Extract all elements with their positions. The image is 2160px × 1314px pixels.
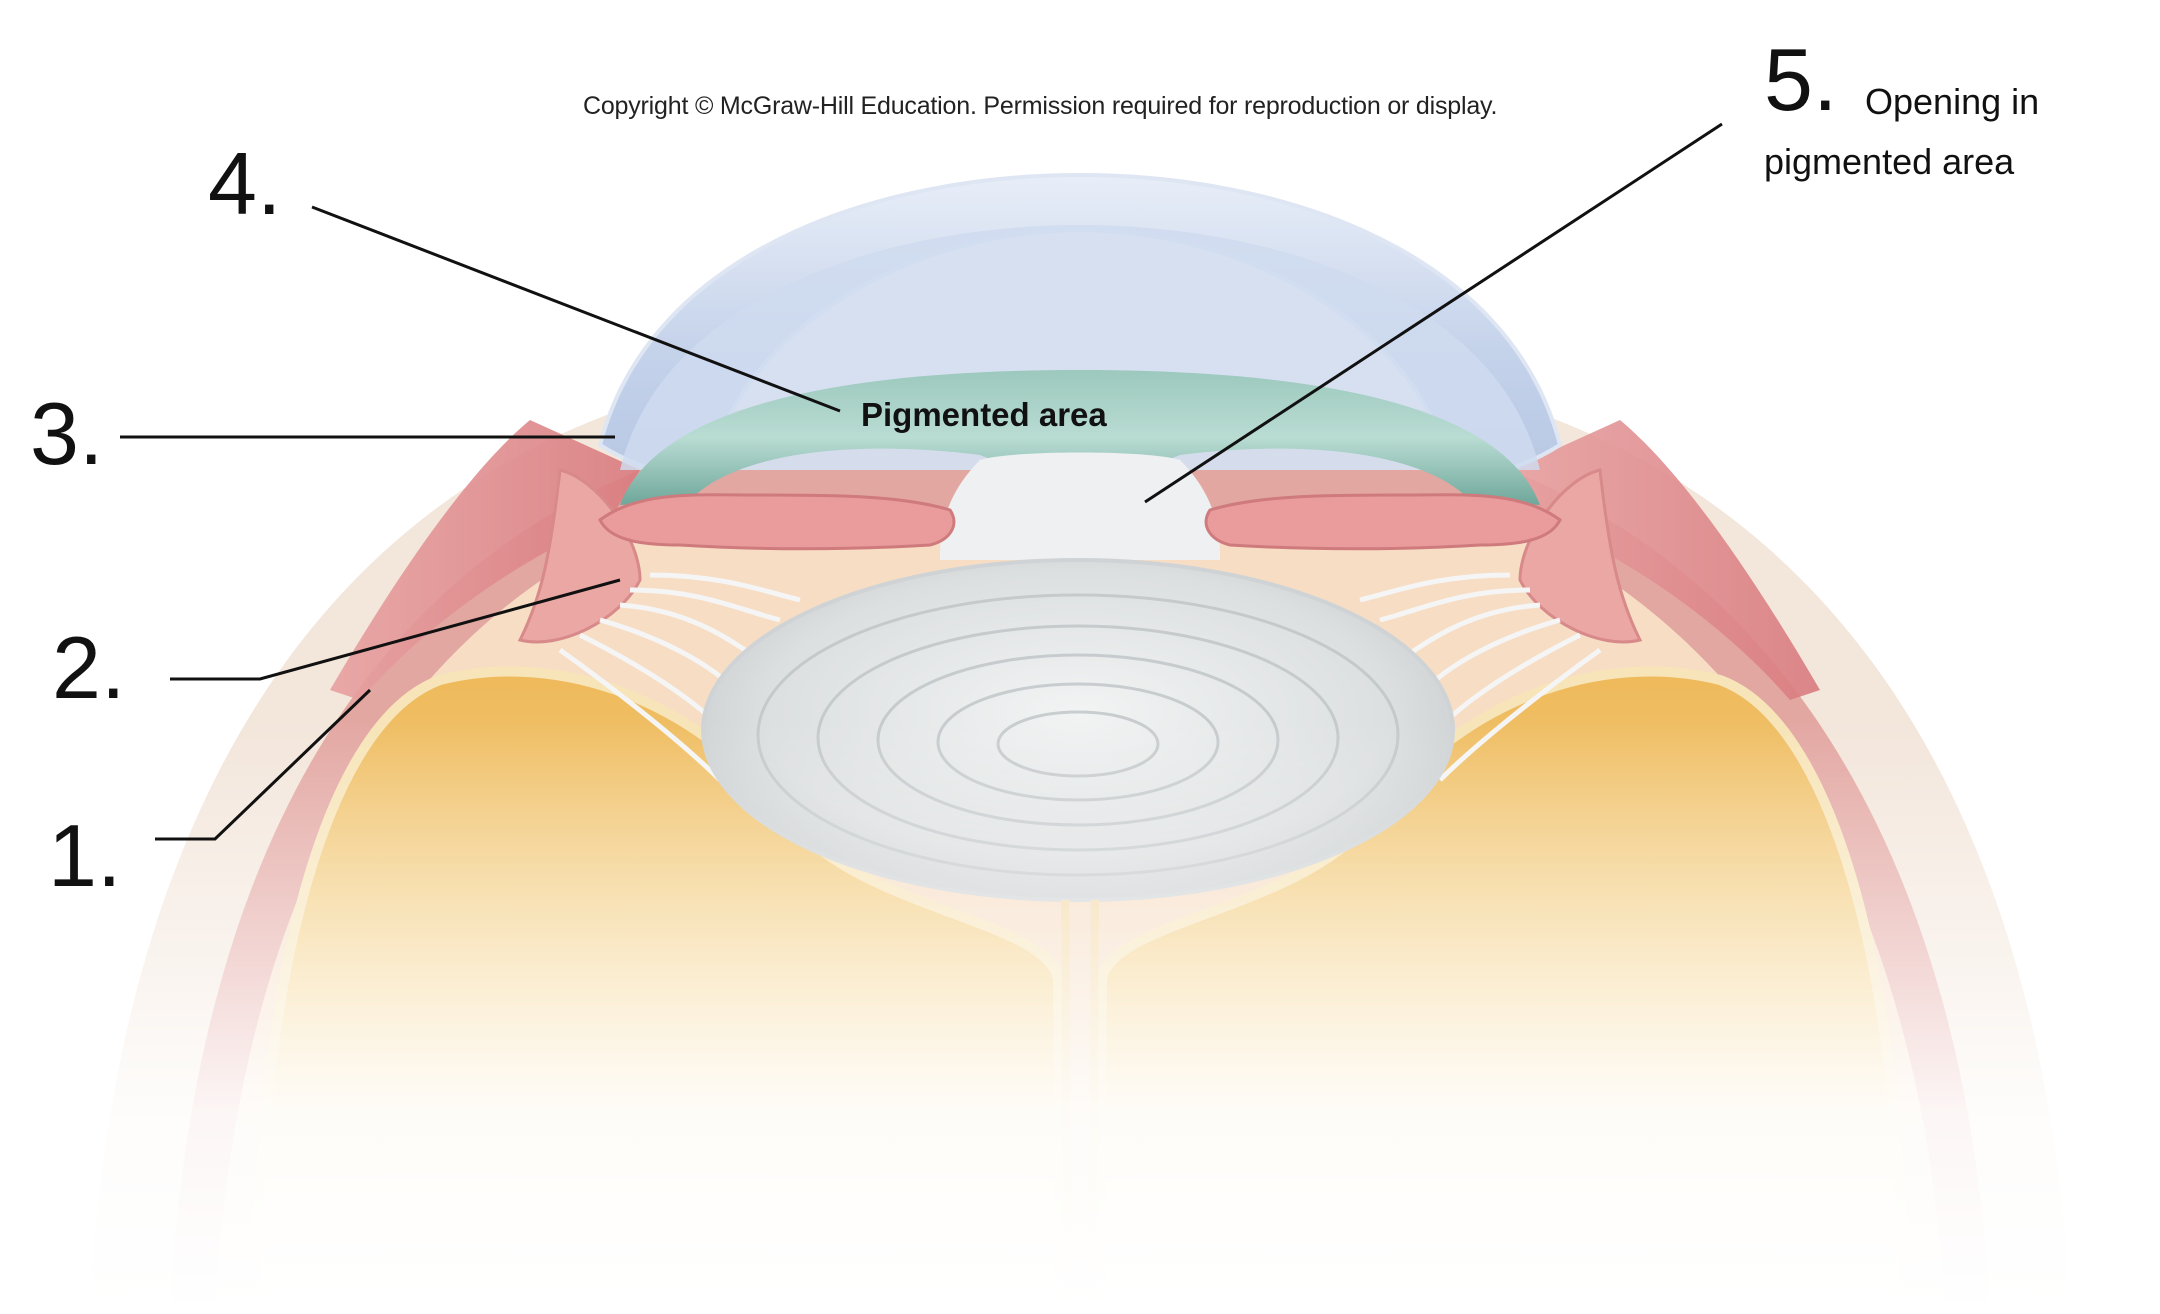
leader-line-1 — [155, 688, 372, 841]
leader-lines — [120, 122, 1723, 841]
label-number-5: 5. — [1764, 30, 1838, 129]
label-5-text-line2: pigmented area — [1764, 141, 2015, 182]
leader-line-2 — [170, 578, 621, 681]
label-number-3: 3. — [30, 384, 104, 483]
label-number-4: 4. — [208, 134, 282, 233]
pigmented-area-label: Pigmented area — [861, 396, 1107, 433]
label-number-1: 1. — [48, 806, 122, 905]
leader-line-5 — [1144, 122, 1723, 504]
label-5-text-line1: Opening in — [1865, 81, 2040, 122]
leader-line-4 — [311, 205, 841, 413]
label-number-2: 2. — [52, 618, 126, 717]
copyright-notice: Copyright © McGraw-Hill Education. Permi… — [583, 92, 1498, 120]
